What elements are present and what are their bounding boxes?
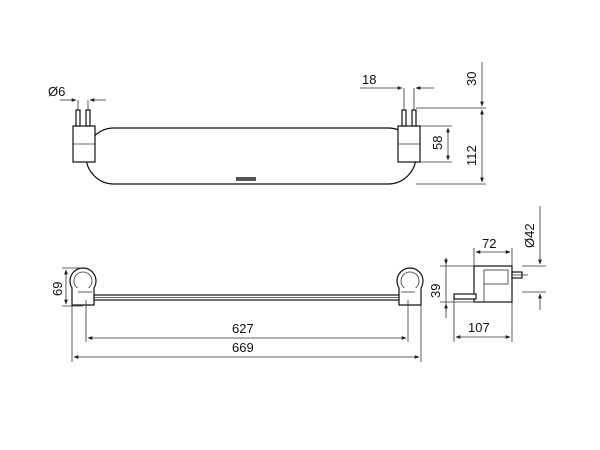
top-offset-label: 30 bbox=[464, 72, 479, 86]
diameter-label: Ø42 bbox=[522, 223, 537, 248]
side-view: Ø42 72 39 107 bbox=[428, 206, 546, 342]
right-bracket-top bbox=[397, 88, 421, 163]
inner-length-label: 627 bbox=[232, 321, 254, 336]
front-view: 69 627 669 bbox=[50, 267, 424, 362]
pin-spacing-label: 18 bbox=[362, 72, 376, 87]
logo-mark bbox=[236, 177, 256, 181]
bracket-height-label: 69 bbox=[50, 282, 65, 296]
total-length-label: 669 bbox=[232, 340, 254, 355]
top-view: Ø6 18 30 58 112 bbox=[48, 62, 486, 185]
left-bracket-top bbox=[72, 100, 96, 163]
pin-dia-label: Ø6 bbox=[48, 84, 65, 99]
right-bracket-front bbox=[396, 267, 424, 306]
depth-label: 72 bbox=[482, 236, 496, 251]
shelf-outline bbox=[85, 127, 417, 185]
total-height-label: 112 bbox=[464, 145, 479, 166]
height-label: 39 bbox=[428, 284, 443, 298]
projection-label: 107 bbox=[468, 320, 490, 335]
side-glass bbox=[453, 293, 477, 300]
left-bracket-front bbox=[69, 267, 97, 306]
inner-height-label: 58 bbox=[430, 136, 445, 150]
